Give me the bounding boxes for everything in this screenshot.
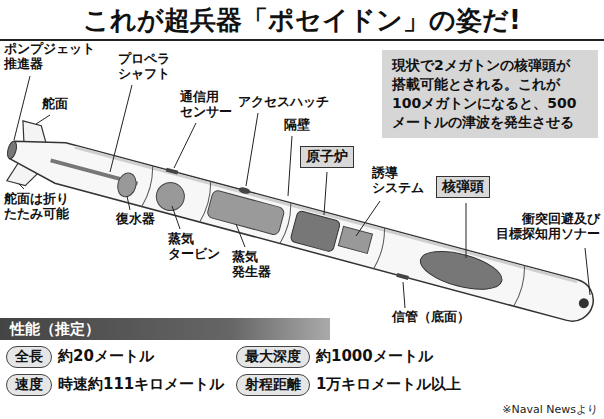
spec-value: 約1000メートル: [316, 348, 433, 365]
node-text: 性能（推定）: [10, 319, 320, 339]
spec-value: 時速約111キロメートル: [58, 376, 224, 393]
node-text: 現状で2メガトンの核弾頭が 搭載可能とされる。これが 100メガトンになると、5…: [392, 56, 588, 132]
node-text: 射程距離: [245, 376, 301, 394]
section-band: 性能（推定）: [0, 318, 330, 340]
part-label: 衝突回避及び 目標探知用ソナー: [496, 212, 600, 242]
source-caption: ※Naval Newsより: [502, 402, 598, 417]
part-label: アクセスハッチ: [238, 95, 329, 110]
part-tag: 核弾頭: [436, 176, 490, 198]
title-rule: [0, 39, 604, 41]
spec-pill: 最大深度: [236, 346, 310, 368]
title: これが超兵器「ポセイドン」の姿だ!: [0, 4, 604, 36]
spec-value: 1万キロメートル以上: [316, 376, 461, 393]
note-box: 現状で2メガトンの核弾頭が 搭載可能とされる。これが 100メガトンになると、5…: [382, 50, 598, 138]
part-label: 舵面は折り たたみ可能: [4, 192, 69, 222]
part-label: 蒸気 発生器: [232, 250, 271, 280]
part-label: 通信用 センサー: [180, 90, 232, 120]
part-label: 舵面: [42, 97, 68, 112]
spec-pill: 速度: [6, 374, 52, 396]
torpedo-body: [0, 119, 600, 335]
part-label: 復水器: [116, 212, 155, 227]
part-label: 誘導 システム: [372, 166, 424, 196]
spec-pill: 射程距離: [236, 374, 310, 396]
spec-value: 約20メートル: [58, 348, 154, 365]
part-label: 信管（底面）: [392, 310, 470, 325]
part-tag: 原子炉: [300, 146, 354, 168]
part-label: プロペラ シャフト: [118, 52, 170, 82]
spec-pill: 全長: [6, 346, 52, 368]
part-label: ポンプジェット 推進器: [4, 42, 95, 72]
node-text: 核弾頭: [442, 178, 484, 196]
node-text: 速度: [15, 376, 43, 394]
node-text: 全長: [15, 348, 43, 366]
node-text: 原子炉: [306, 148, 348, 166]
node-text: 最大深度: [245, 348, 301, 366]
part-label: 蒸気 タービン: [168, 232, 220, 262]
part-label: 隔壁: [284, 118, 310, 133]
